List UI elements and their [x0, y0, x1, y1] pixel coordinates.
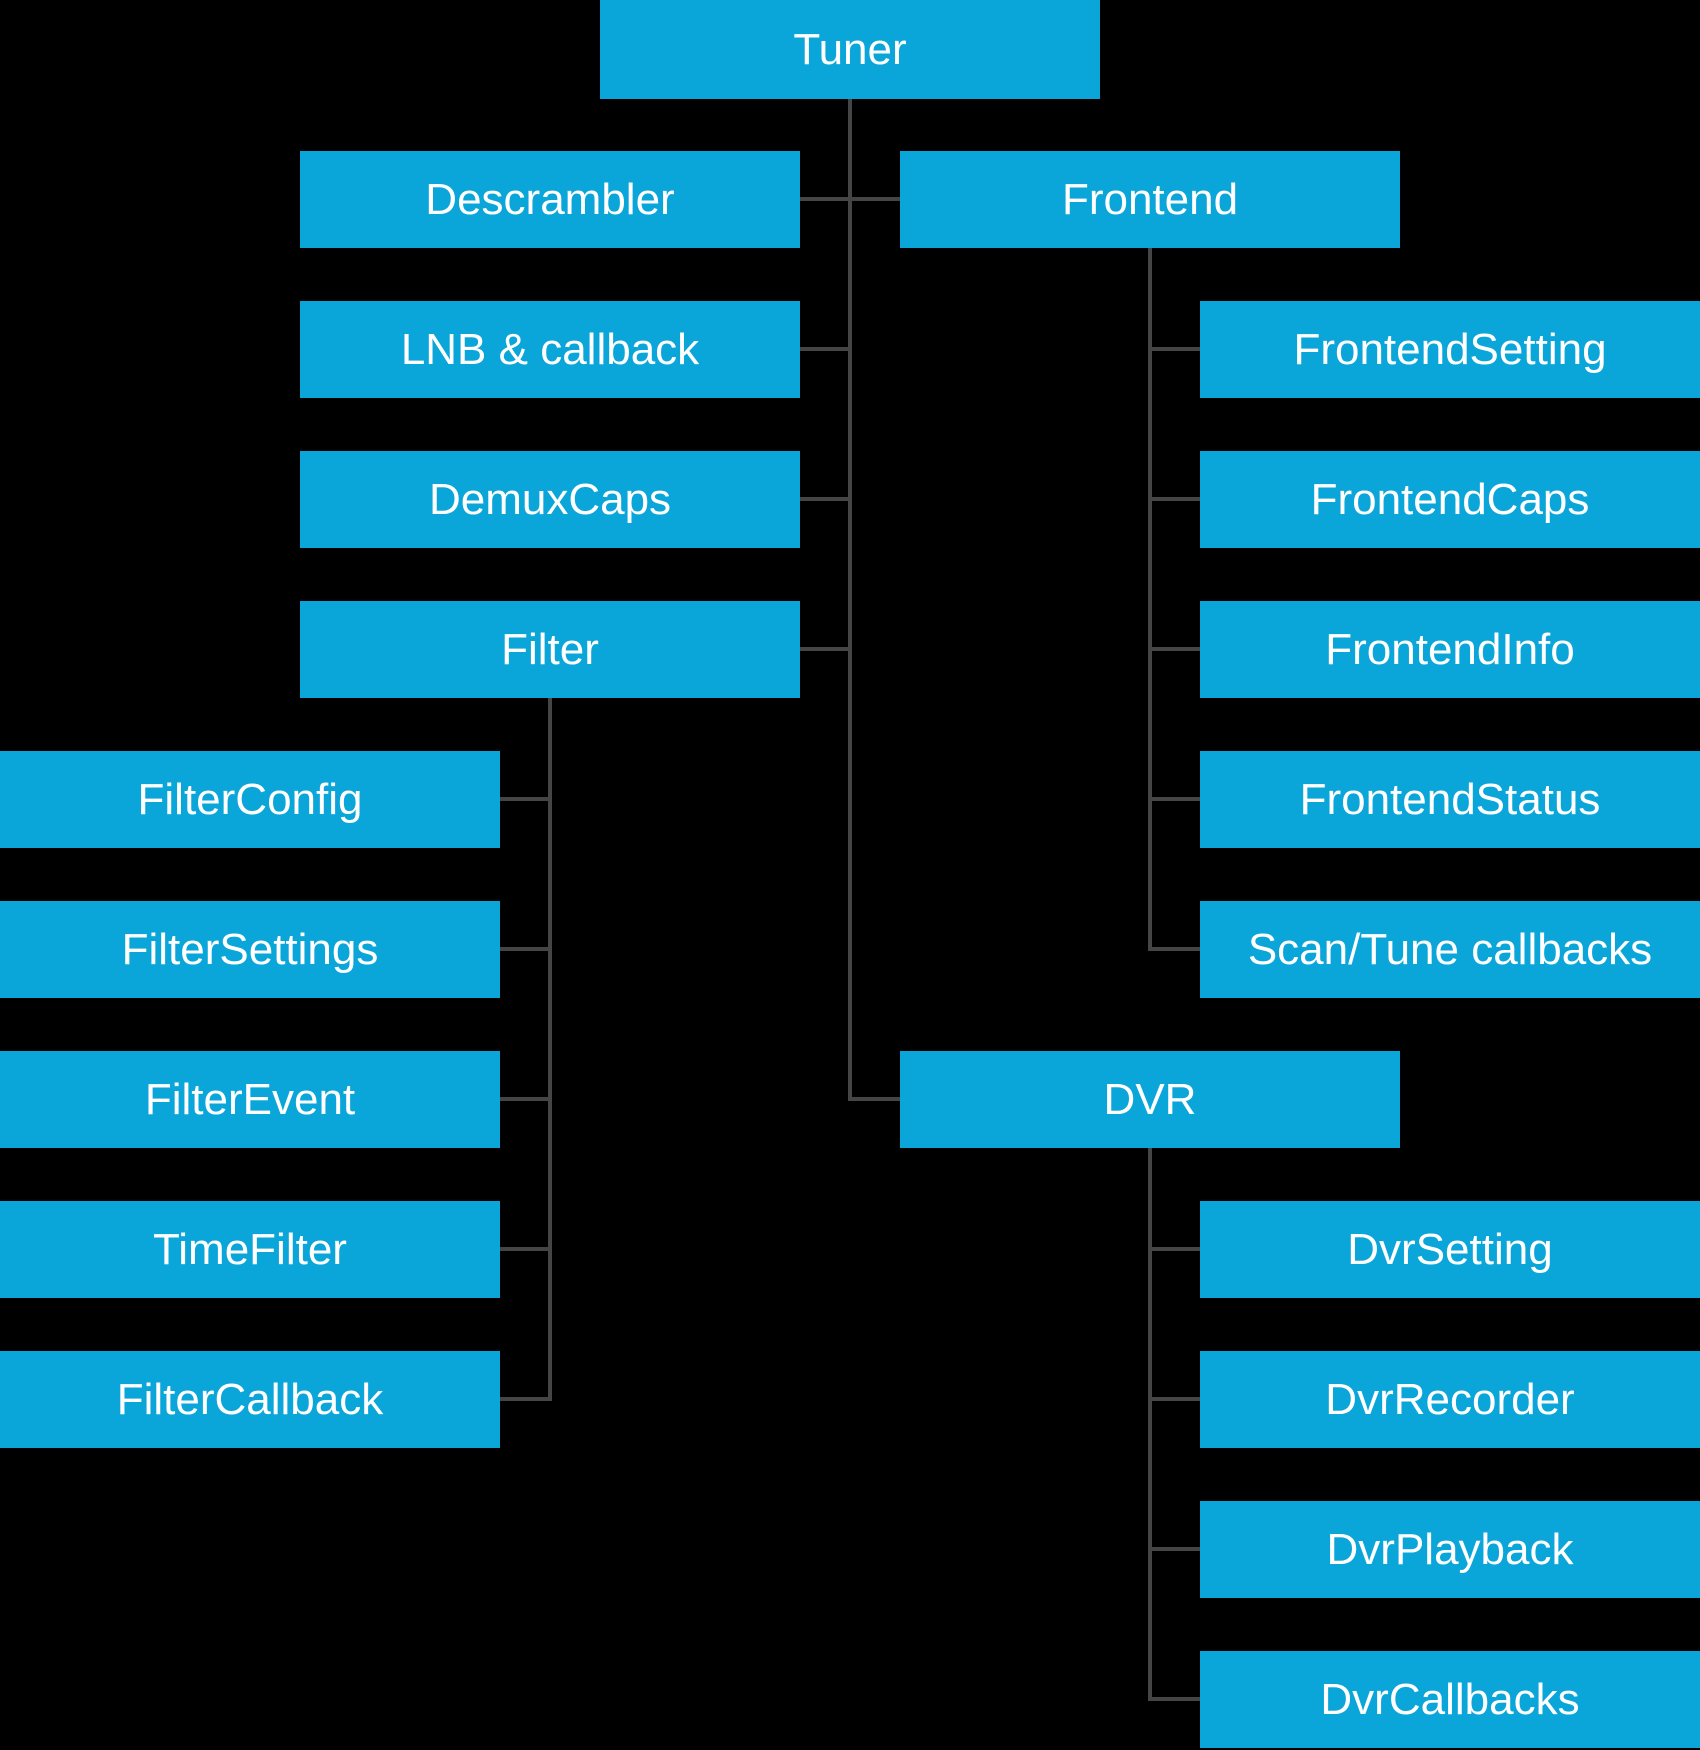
frontendinfo-connector-line	[1148, 647, 1200, 651]
scan-tune-callbacks-connector-line	[1148, 947, 1200, 951]
descrambler-frontend-connector-line	[800, 197, 900, 201]
filter-connector-line	[800, 647, 852, 651]
node-demuxcaps: DemuxCaps	[300, 451, 800, 548]
frontend-trunk-line	[1148, 246, 1152, 951]
node-filter: Filter	[300, 601, 800, 698]
dvrplayback-connector-line	[1148, 1547, 1200, 1551]
filter-trunk-line	[548, 698, 552, 1401]
node-dvr: DVR	[900, 1051, 1400, 1148]
tuner-trunk-line	[848, 98, 852, 1101]
node-dvrplayback: DvrPlayback	[1200, 1501, 1700, 1598]
node-dvrcallbacks: DvrCallbacks	[1200, 1651, 1700, 1748]
dvrrecorder-connector-line	[1148, 1397, 1200, 1401]
frontendcaps-connector-line	[1148, 497, 1200, 501]
filtersettings-connector-line	[500, 947, 552, 951]
node-dvrsetting: DvrSetting	[1200, 1201, 1700, 1298]
node-filterevent: FilterEvent	[0, 1051, 500, 1148]
demuxcaps-connector-line	[800, 497, 852, 501]
node-filtersettings: FilterSettings	[0, 901, 500, 998]
node-scan-tune-callbacks: Scan/Tune callbacks	[1200, 901, 1700, 998]
dvrsetting-connector-line	[1148, 1247, 1200, 1251]
filterconfig-connector-line	[500, 797, 552, 801]
lnb-callback-connector-line	[800, 347, 852, 351]
frontendsetting-connector-line	[1148, 347, 1200, 351]
node-filterconfig: FilterConfig	[0, 751, 500, 848]
node-tuner: Tuner	[600, 0, 1100, 99]
dvr-trunk-line	[1148, 1147, 1152, 1701]
node-lnb-callback: LNB & callback	[300, 301, 800, 398]
timefilter-connector-line	[500, 1247, 552, 1251]
node-dvrrecorder: DvrRecorder	[1200, 1351, 1700, 1448]
node-timefilter: TimeFilter	[0, 1201, 500, 1298]
node-filtercallback: FilterCallback	[0, 1351, 500, 1448]
node-frontendcaps: FrontendCaps	[1200, 451, 1700, 548]
frontendstatus-connector-line	[1148, 797, 1200, 801]
filterevent-connector-line	[500, 1097, 552, 1101]
node-descrambler: Descrambler	[300, 151, 800, 248]
dvr-connector-line	[848, 1097, 900, 1101]
node-frontend: Frontend	[900, 151, 1400, 248]
dvrcallbacks-connector-line	[1148, 1697, 1200, 1701]
node-frontendsetting: FrontendSetting	[1200, 301, 1700, 398]
node-frontendstatus: FrontendStatus	[1200, 751, 1700, 848]
node-frontendinfo: FrontendInfo	[1200, 601, 1700, 698]
filtercallback-connector-line	[500, 1397, 552, 1401]
